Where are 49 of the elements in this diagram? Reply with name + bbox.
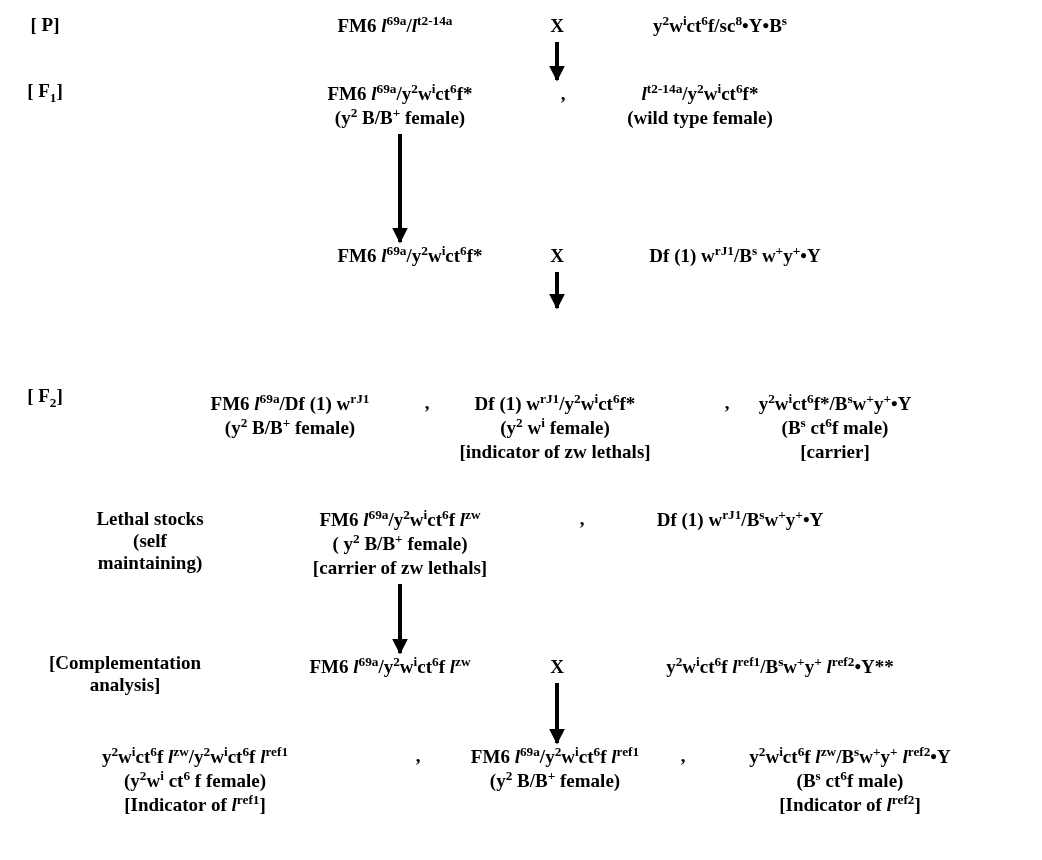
phenotype-label: (B$^{s}$ ct$^{6}$f male) bbox=[781, 416, 889, 440]
phenotype-label: (y$^{2}$ B/B$^{+}$ female) bbox=[489, 769, 621, 793]
genotype-label: Df (1) w$^{rJ1}$/B$^{s}$w$^{+}$y$^{+}$•Y bbox=[656, 508, 824, 532]
genotype-label: FM6 l$^{69a}$/y$^{2}$w$^{i}$ct$^{6}$f* bbox=[337, 244, 483, 268]
genotype-label: FM6 l$^{69a}$/y$^{2}$w$^{i}$ct$^{6}$f l$^{zw}$ bbox=[309, 655, 471, 679]
arrow bbox=[392, 584, 408, 655]
note-label: [indicator of zw lethals] bbox=[459, 440, 651, 464]
genotype-label: Df (1) w$^{rJ1}$/y$^{2}$w$^{i}$ct$^{6}$f* bbox=[474, 392, 636, 416]
separator-text: , bbox=[424, 392, 430, 414]
genotype-label: FM6 l$^{69a}$/Df (1) w$^{rJ1}$ bbox=[210, 392, 370, 416]
row-label: [ P] bbox=[30, 14, 60, 36]
genotype-label: FM6 l$^{69a}$/y$^{2}$w$^{i}$ct$^{6}$f l$^{zw}$ bbox=[319, 508, 481, 532]
separator-text: , bbox=[415, 745, 421, 767]
phenotype-label: (y$^{2}$ B/B$^{+}$ female) bbox=[224, 416, 356, 440]
separator-text: , bbox=[579, 508, 585, 530]
cross-symbol: X bbox=[550, 14, 564, 38]
genotype-label: FM6 l$^{69a}$/l$^{t2-14a}$ bbox=[337, 14, 453, 38]
arrow bbox=[549, 272, 565, 310]
arrow bbox=[392, 134, 408, 244]
genotype-label: y$^{2}$w$^{i}$ct$^{6}$f*/B$^{s}$w$^{+}$y$^{+}$•Y bbox=[758, 392, 912, 416]
row-label: [ F$_{1}$] bbox=[27, 80, 63, 102]
phenotype-label: (wild type female) bbox=[627, 106, 773, 130]
cross-symbol: X bbox=[550, 244, 564, 268]
separator-text: , bbox=[680, 745, 686, 767]
genotype-label: FM6 l$^{69a}$/y$^{2}$w$^{i}$ct$^{6}$f* bbox=[327, 82, 473, 106]
genotype-label: y$^{2}$w$^{i}$ct$^{6}$f l$^{ref1}$/B$^{s}$w$^{+}$y$^{+}$ l$^{ref2}$•Y** bbox=[666, 655, 894, 679]
phenotype-label: (y$^{2}$w$^{i}$ ct$^{6}$ f female) bbox=[123, 769, 267, 793]
genotype-label: y$^{2}$w$^{i}$ct$^{6}$f l$^{zw}$/y$^{2}$w$^{i}$ct$^{6}$f l$^{ref1}$ bbox=[101, 745, 289, 769]
genotype-label: y$^{2}$w$^{i}$ct$^{6}$f l$^{zw}$/B$^{s}$w$^{+}$y$^{+}$ l$^{ref2}$•Y bbox=[749, 745, 951, 769]
genotype-label: y$^{2}$w$^{i}$ct$^{6}$f/sc$^{8}$•Y•B$^{s}$ bbox=[653, 14, 787, 38]
row-label: [Complementation analysis] bbox=[48, 652, 202, 696]
note-label: [carrier of zw lethals] bbox=[312, 556, 488, 580]
genotype-label: FM6 l$^{69a}$/y$^{2}$w$^{i}$ct$^{6}$f l$^{ref1}$ bbox=[470, 745, 640, 769]
genotype-label: l$^{t2-14a}$/y$^{2}$w$^{i}$ct$^{6}$f* bbox=[641, 82, 759, 106]
separator-text: , bbox=[724, 392, 730, 414]
phenotype-label: (B$^{s}$ ct$^{6}$f male) bbox=[796, 769, 904, 793]
note-label: [Indicator of l$^{ref2}$] bbox=[779, 793, 921, 817]
phenotype-label: ( y$^{2}$ B/B$^{+}$ female) bbox=[332, 532, 468, 556]
separator-text: , bbox=[560, 82, 566, 106]
row-label: [ F$_{2}$] bbox=[27, 385, 63, 407]
phenotype-label: (y$^{2}$ w$^{i}$ female) bbox=[500, 416, 610, 440]
arrow bbox=[549, 42, 565, 82]
note-label: [Indicator of l$^{ref1}$] bbox=[124, 793, 266, 817]
genotype-label: Df (1) w$^{rJ1}$/B$^{s}$ w$^{+}$y$^{+}$•Y bbox=[649, 244, 821, 268]
phenotype-label: (y$^{2}$ B/B$^{+}$ female) bbox=[334, 106, 466, 130]
arrow bbox=[549, 683, 565, 745]
cross-symbol: X bbox=[550, 655, 564, 679]
note-label: [carrier] bbox=[800, 440, 870, 464]
row-label: Lethal stocks (self maintaining) bbox=[95, 508, 205, 574]
